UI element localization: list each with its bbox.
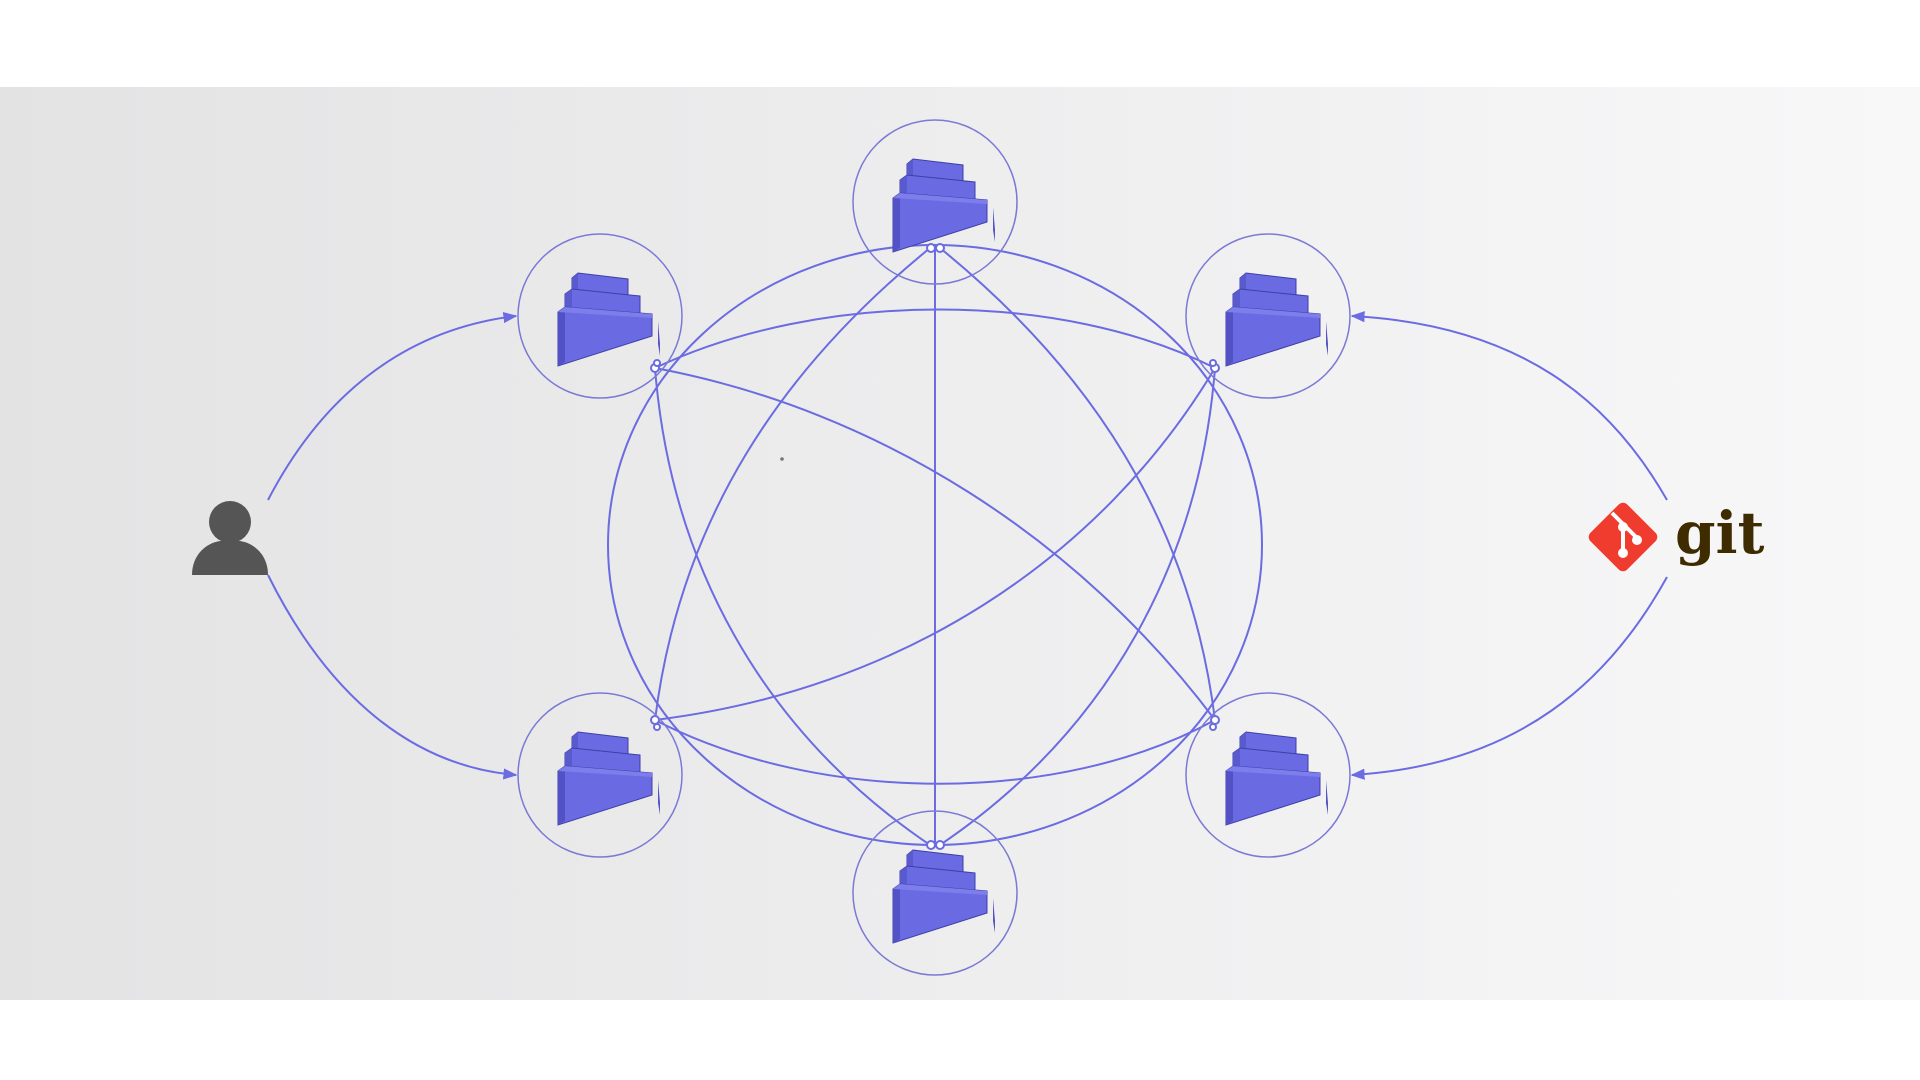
user-icon [192, 501, 268, 575]
node-bottom [852, 810, 1018, 976]
user-arrows [267, 311, 518, 780]
node-ring [517, 692, 683, 858]
node-ring [852, 810, 1018, 976]
node-upper-right [1185, 233, 1351, 399]
node-ring [1185, 692, 1351, 858]
node-lower-right [1185, 692, 1351, 858]
node-top [852, 119, 1018, 285]
git-wordmark: git [1675, 499, 1765, 567]
node-ring [517, 233, 683, 399]
mesh-connections [654, 247, 1216, 846]
node-ring [1185, 233, 1351, 399]
node-lower-left [517, 692, 683, 858]
node-ring [852, 119, 1018, 285]
connector-dots [650, 243, 1220, 850]
git-arrows [1350, 311, 1668, 780]
node-upper-left [517, 233, 683, 399]
stray-dot [780, 457, 784, 461]
git-logo-icon [1588, 502, 1658, 572]
